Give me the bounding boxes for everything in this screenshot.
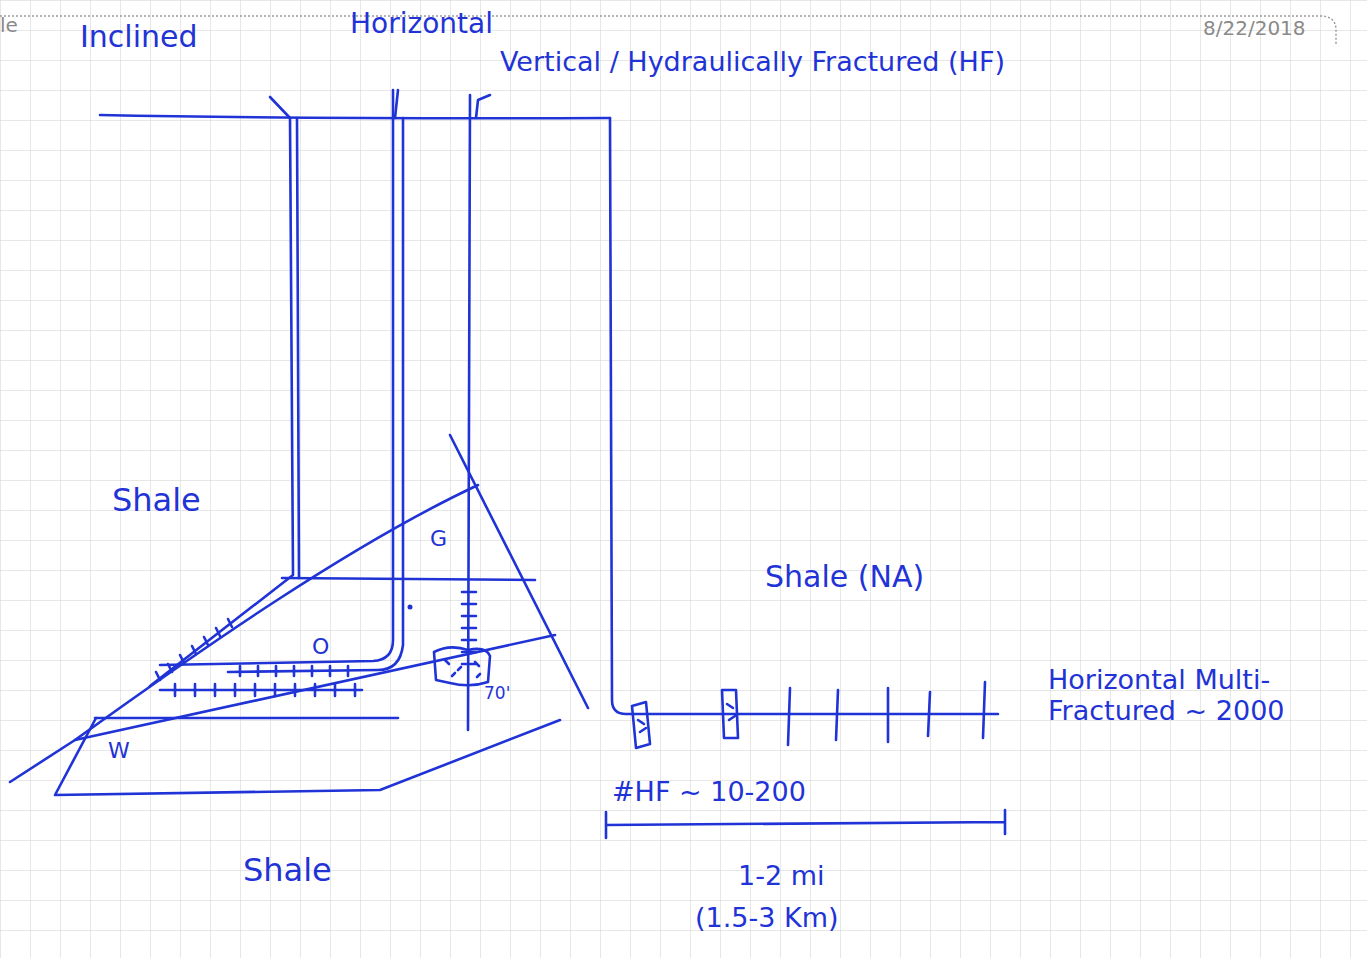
dimension-label: 70': [484, 684, 510, 704]
well-type-label: Horizontal: [350, 8, 493, 40]
horizontal-well-casing: [228, 118, 403, 672]
fracture-zone: [434, 647, 490, 685]
ground-line: [100, 115, 610, 118]
page-title-fragment: le: [0, 14, 18, 37]
reservoir-base: [75, 635, 555, 740]
dimension-label: (1.5-3 Km): [695, 902, 839, 933]
fracture-stage: [632, 690, 738, 748]
fracture-hatch: [638, 704, 735, 732]
vertical-well: [468, 95, 470, 730]
date-label: 8/22/2018: [1203, 17, 1306, 40]
oil-water-contact: [95, 717, 398, 720]
gas-oil-contact: [282, 578, 535, 580]
inclined-well-casing: [297, 118, 299, 578]
multi-fractured-well: [610, 118, 998, 714]
wellhead-marks: [270, 90, 490, 118]
fracture-stage: [788, 682, 985, 745]
dot: [408, 605, 413, 610]
perforations: [156, 619, 232, 680]
lateral-well: [160, 689, 362, 692]
fracture-hatch: [445, 660, 480, 677]
formation-label: Shale: [112, 482, 201, 519]
well-type-label: Vertical / Hydraulically Fractured (HF): [500, 46, 1005, 77]
dimension-label: 1-2 mi: [738, 860, 824, 891]
perforations: [240, 666, 348, 676]
fluid-zone-label: G: [430, 526, 447, 551]
formation-label: Shale (NA): [765, 560, 924, 595]
water-zone: [55, 718, 560, 795]
fluid-zone-label: W: [108, 738, 130, 763]
count-label: #HF ~ 10-200: [612, 776, 806, 807]
length-bracket: [606, 810, 1005, 838]
reservoir-top: [10, 485, 478, 782]
well-type-label: Horizontal Multi-Fractured ~ 2000: [1048, 664, 1310, 726]
well-type-label: Inclined: [80, 20, 198, 55]
fault-line: [450, 435, 588, 708]
fluid-zone-label: O: [312, 634, 329, 659]
inclined-well: [150, 118, 293, 686]
page-header: [0, 16, 1336, 44]
formation-label: Shale: [243, 852, 332, 889]
